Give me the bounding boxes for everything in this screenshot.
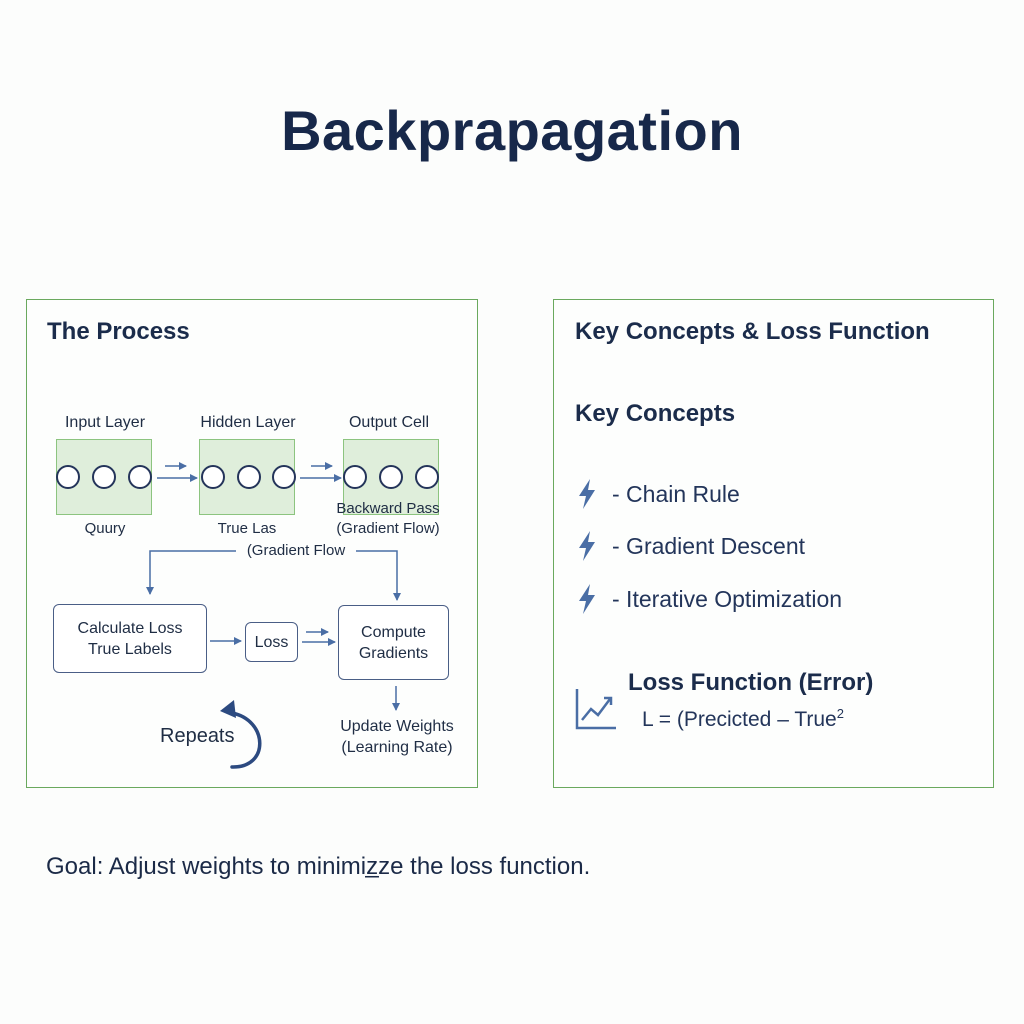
hidden-layer-label: Hidden Layer xyxy=(200,414,296,431)
concept-iterative-optimization: - Iterative Optimization xyxy=(612,585,843,612)
concept-item: - Iterative Optimization xyxy=(576,583,842,615)
loss-formula-text: L = (Precicted – True xyxy=(642,708,837,731)
calculate-loss-box: Calculate Loss True Labels xyxy=(53,604,207,673)
loss-formula: L = (Precicted – True2 xyxy=(642,706,844,732)
line-chart-icon xyxy=(575,689,616,730)
compute-gradients-box: Compute Gradients xyxy=(338,605,449,680)
concept-item: - Chain Rule xyxy=(576,478,740,510)
output-node xyxy=(343,465,367,489)
lightning-icon xyxy=(579,531,595,561)
input-node xyxy=(56,465,80,489)
lightning-icon xyxy=(579,479,595,509)
hidden-sub-label: True Las xyxy=(217,520,277,537)
concept-item: - Gradient Descent xyxy=(576,530,805,562)
backward-pass-label: Backward Pass xyxy=(336,500,440,517)
process-heading: The Process xyxy=(47,318,190,345)
loss-function-heading: Loss Function (Error) xyxy=(628,669,874,696)
goal-text: Goal: Adjust weights to minimiz̲ze the l… xyxy=(46,853,591,880)
calculate-loss-label: Calculate Loss xyxy=(77,619,183,637)
concepts-heading: Key Concepts & Loss Function xyxy=(575,318,930,345)
compute-label: Compute xyxy=(361,623,426,641)
hidden-node xyxy=(201,465,225,489)
loss-label: Loss xyxy=(254,633,289,651)
input-node xyxy=(92,465,116,489)
learning-rate-label: (Learning Rate) xyxy=(341,739,453,756)
hidden-node xyxy=(237,465,261,489)
concept-gradient-descent: - Gradient Descent xyxy=(612,532,806,559)
gradients-label: Gradients xyxy=(358,644,429,662)
key-concepts-subheading: Key Concepts xyxy=(575,400,736,427)
input-sub-label: Quury xyxy=(84,520,126,537)
lightning-icon xyxy=(579,584,595,614)
loss-box: Loss xyxy=(245,622,298,662)
output-node xyxy=(415,465,439,489)
repeats-label: Repeats xyxy=(160,725,235,747)
update-weights-label: Update Weights xyxy=(340,718,454,735)
gradient-flow-sublabel: (Gradient Flow) xyxy=(336,520,440,537)
input-layer-label: Input Layer xyxy=(64,414,146,431)
process-panel xyxy=(26,299,478,788)
input-node xyxy=(128,465,152,489)
output-node xyxy=(379,465,403,489)
output-cell-label: Output Cell xyxy=(348,414,430,431)
loss-formula-exponent: 2 xyxy=(836,706,844,721)
concepts-panel xyxy=(553,299,994,788)
true-labels-label: True Labels xyxy=(88,640,172,658)
gradient-flow-label: (Gradient Flow xyxy=(246,542,346,559)
page-title: Backprapagation xyxy=(281,99,743,162)
concept-chain-rule: - Chain Rule xyxy=(612,480,740,507)
repeat-arrow-icon xyxy=(220,700,262,769)
hidden-node xyxy=(272,465,296,489)
